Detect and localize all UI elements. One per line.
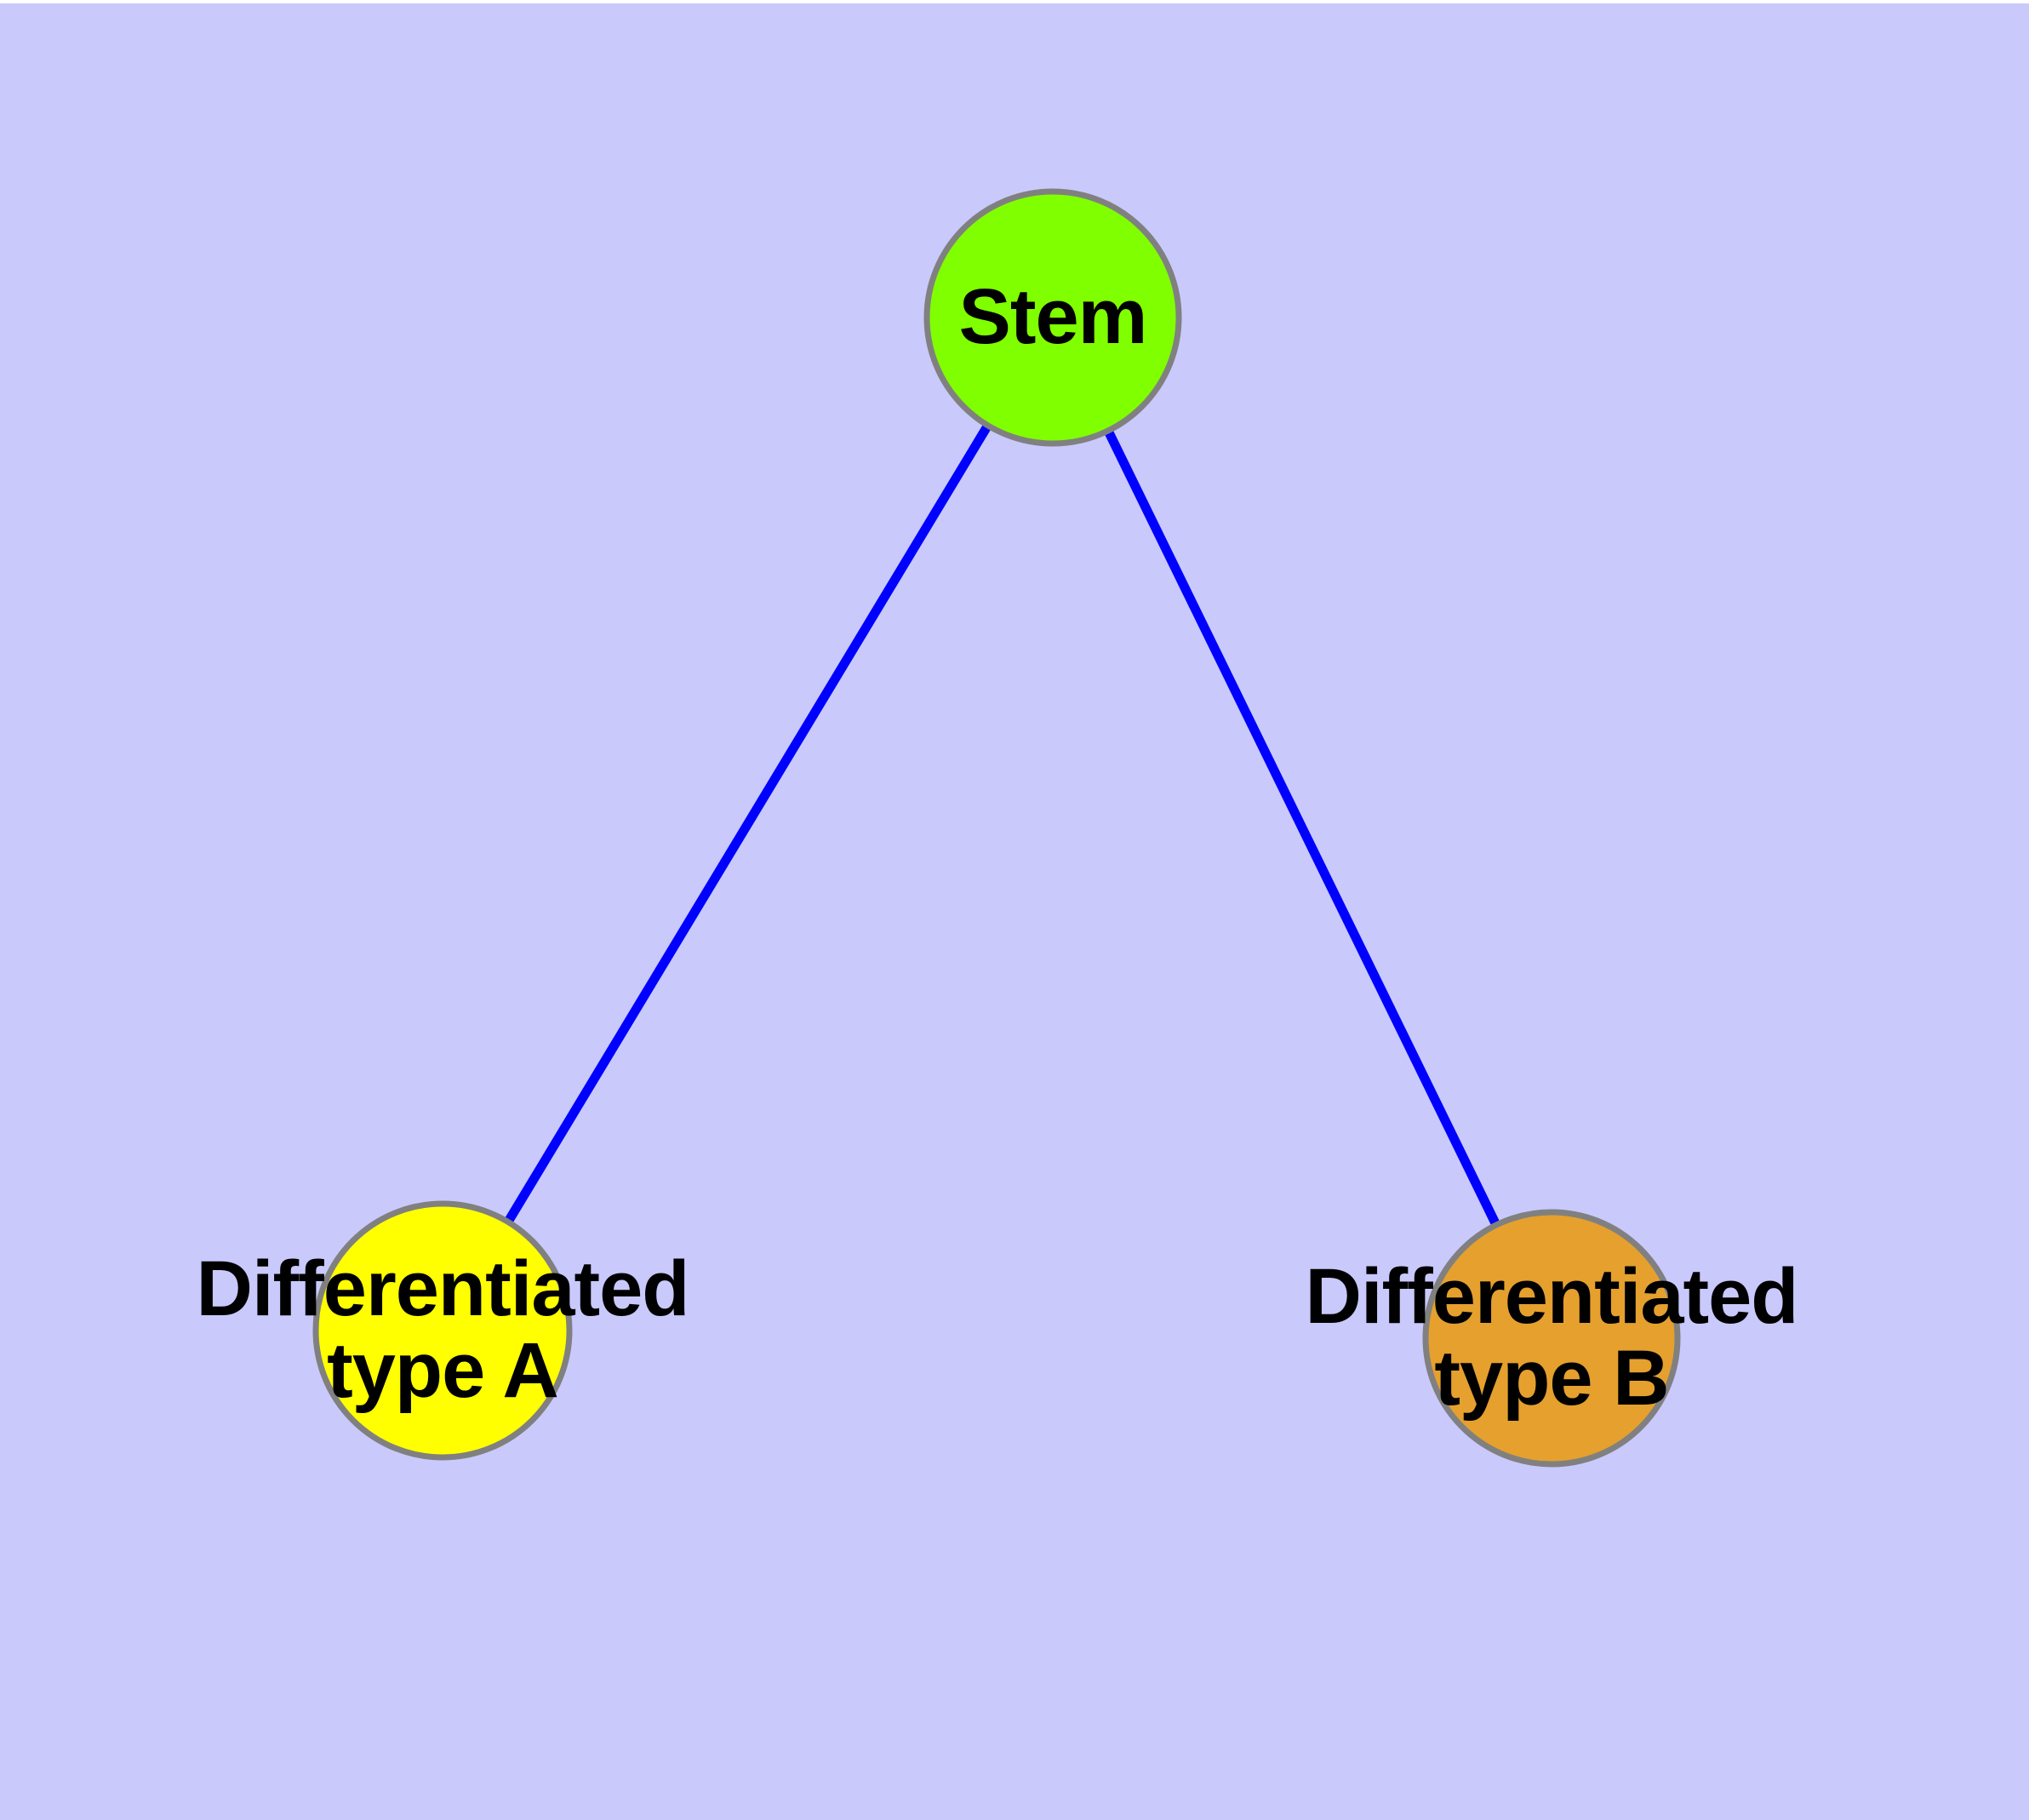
- node-differentiated-type-a[interactable]: [312, 1200, 573, 1461]
- edge-stem-to-differentiated-b[interactable]: [1103, 426, 1501, 1229]
- edge-stem-to-differentiated-a[interactable]: [503, 421, 993, 1226]
- node-layer: [312, 188, 1681, 1468]
- node-differentiated-type-b[interactable]: [1422, 1209, 1681, 1468]
- node-stem[interactable]: [923, 188, 1182, 447]
- edge-layer: [503, 421, 1501, 1229]
